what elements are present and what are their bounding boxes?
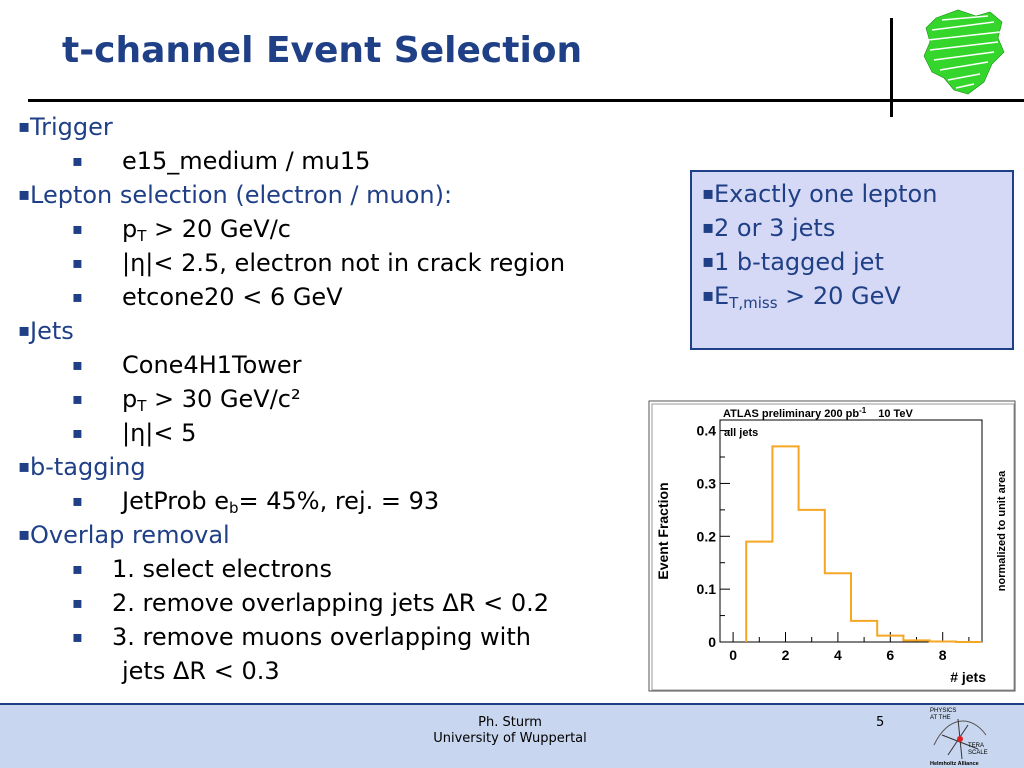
bullet-square-icon: ▪: [72, 491, 83, 510]
right-axis-label: normalized to unit area: [996, 470, 1008, 591]
bullet-text: |η|< 2.5, electron not in crack region: [122, 249, 566, 277]
bullet-text: 1. select electrons: [112, 555, 333, 583]
summary-item: ▪Exactly one lepton: [692, 177, 1012, 211]
bullet-text: pT > 30 GeV/c²: [122, 385, 301, 415]
bullet-square-icon: ▪: [18, 184, 31, 205]
bullet-text: etcone20 < 6 GeV: [122, 283, 343, 311]
y-tick-label: 0.1: [697, 581, 717, 597]
bullet-item: ▪ pT > 30 GeV/c²: [18, 382, 678, 416]
bullet-item: ▪ 1. select electrons: [18, 552, 678, 586]
bullet-square-icon: ▪: [72, 423, 83, 442]
legend-label: all jets: [724, 427, 758, 439]
bullet-square-icon: ▪: [72, 151, 83, 170]
bullet-text: 2. remove overlapping jets ΔR < 0.2: [112, 589, 550, 617]
plot-shadow: [651, 403, 1015, 691]
bullet-square-icon: ▪: [702, 217, 715, 238]
bullet-heading: ▪Trigger: [18, 110, 678, 144]
bullet-text: jets ΔR < 0.3: [122, 657, 280, 685]
bullet-heading: ▪Jets: [18, 314, 678, 348]
bullet-square-icon: ▪: [72, 287, 83, 306]
bullet-heading: ▪Overlap removal: [18, 518, 678, 552]
bullet-square-icon: ▪: [702, 285, 715, 306]
y-tick-label: 0: [708, 634, 716, 650]
bullet-square-icon: ▪: [72, 355, 83, 374]
y-tick-label: 0.4: [697, 423, 717, 439]
x-tick-label: 4: [834, 647, 842, 663]
summary-text: ET,miss > 20 GeV: [714, 282, 901, 312]
bullet-square-icon: ▪: [72, 593, 83, 612]
x-tick-label: 8: [939, 647, 947, 663]
bullet-heading: ▪Lepton selection (electron / muon):: [18, 178, 678, 212]
bullet-text: JetProb eb= 45%, rej. = 93: [122, 487, 440, 517]
logo-text-line: AT THE: [930, 715, 951, 721]
histogram-line: [745, 445, 982, 643]
bullet-square-icon: ▪: [18, 524, 31, 545]
bullet-text: b-tagging: [30, 453, 146, 481]
summary-item: ▪2 or 3 jets: [692, 211, 1012, 245]
footer-bar: Ph. Sturm University of Wuppertal 5: [0, 703, 1024, 768]
bullet-text: Overlap removal: [30, 521, 230, 549]
bullet-heading: ▪b-tagging: [18, 450, 678, 484]
logo-divider: [890, 18, 893, 117]
bullet-square-icon: ▪: [18, 116, 31, 137]
x-tick-label: 0: [729, 647, 737, 663]
plot-frame: [648, 400, 1016, 692]
bullet-item: ▪ |η|< 2.5, electron not in crack region: [18, 246, 678, 280]
selection-list: ▪Trigger▪e15_medium / mu15▪Lepton select…: [18, 110, 678, 688]
x-tick-label: 6: [886, 647, 894, 663]
bullet-square-icon: ▪: [72, 253, 83, 272]
y-axis-label: Event Fraction: [655, 482, 671, 579]
bullet-text: Lepton selection (electron / muon):: [30, 181, 453, 209]
bullet-square-icon: ▪: [72, 627, 83, 646]
bullet-square-icon: ▪: [18, 456, 31, 477]
bullet-square-icon: ▪: [72, 389, 83, 408]
summary-text: 2 or 3 jets: [714, 214, 836, 242]
bullet-text: Jets: [30, 317, 74, 345]
bullet-square-icon: ▪: [72, 219, 83, 238]
bullet-item: ▪ etcone20 < 6 GeV: [18, 280, 678, 314]
bullet-square-icon: ▪: [702, 251, 715, 272]
page-number: 5: [876, 715, 885, 730]
terascale-logo-icon: PHYSICS AT THE TERA SCALE Helmholtz Alli…: [930, 708, 988, 767]
plot-axes: 0 0.1 0.2 0.3 0.4 0 2 4 6 8: [697, 423, 970, 663]
bullet-text: 3. remove muons overlapping with: [112, 623, 531, 651]
summary-text: 1 b-tagged jet: [714, 248, 884, 276]
bullet-item: ▪ e15_medium / mu15: [18, 144, 678, 178]
summary-box: ▪Exactly one lepton▪2 or 3 jets▪1 b-tagg…: [690, 170, 1014, 350]
slide-title: t-channel Event Selection: [62, 30, 583, 71]
summary-text: Exactly one lepton: [714, 180, 938, 208]
bullet-item: ▪ 3. remove muons overlapping with: [18, 620, 678, 654]
bullet-text: e15_medium / mu15: [122, 147, 371, 175]
logo-text-line: SCALE: [968, 750, 988, 756]
bullet-item: ▪ |η|< 5: [18, 416, 678, 450]
y-tick-label: 0.3: [697, 475, 717, 491]
university-logo-icon: [923, 9, 1005, 95]
bullet-square-icon: ▪: [702, 183, 715, 204]
bullet-square-icon: ▪: [18, 320, 31, 341]
title-divider: [28, 99, 1024, 102]
bullet-item: jets ΔR < 0.3: [18, 654, 678, 688]
summary-item: ▪ET,miss > 20 GeV: [692, 279, 1012, 313]
bullet-item: ▪ JetProb eb= 45%, rej. = 93: [18, 484, 678, 518]
bullet-square-icon: ▪: [72, 559, 83, 578]
bullet-item: ▪ 2. remove overlapping jets ΔR < 0.2: [18, 586, 678, 620]
logo-text-line: PHYSICS: [930, 708, 956, 714]
bullet-text: Trigger: [30, 113, 113, 141]
x-axis-label: # jets: [950, 669, 986, 685]
x-tick-label: 2: [782, 647, 790, 663]
bullet-text: pT > 20 GeV/c: [122, 215, 292, 245]
axes-box: [719, 419, 983, 643]
summary-item: ▪1 b-tagged jet: [692, 245, 1012, 279]
bullet-item: ▪ pT > 20 GeV/c: [18, 212, 678, 246]
y-tick-label: 0.2: [697, 528, 717, 544]
footer-institution: University of Wuppertal: [433, 731, 587, 746]
logo-text-line: Helmholtz Alliance: [930, 761, 979, 767]
footer-author: Ph. Sturm: [478, 715, 542, 730]
logo-text-line: TERA: [968, 743, 984, 749]
bullet-text: |η|< 5: [122, 419, 197, 447]
bullet-text: Cone4H1Tower: [122, 351, 302, 379]
bullet-item: ▪ Cone4H1Tower: [18, 348, 678, 382]
